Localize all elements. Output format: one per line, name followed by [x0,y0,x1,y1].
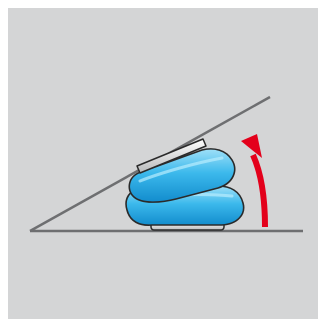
upper-bellows [128,148,236,203]
tilt-angle-arrow-icon [241,134,268,228]
top-mounting-plate [136,138,207,174]
